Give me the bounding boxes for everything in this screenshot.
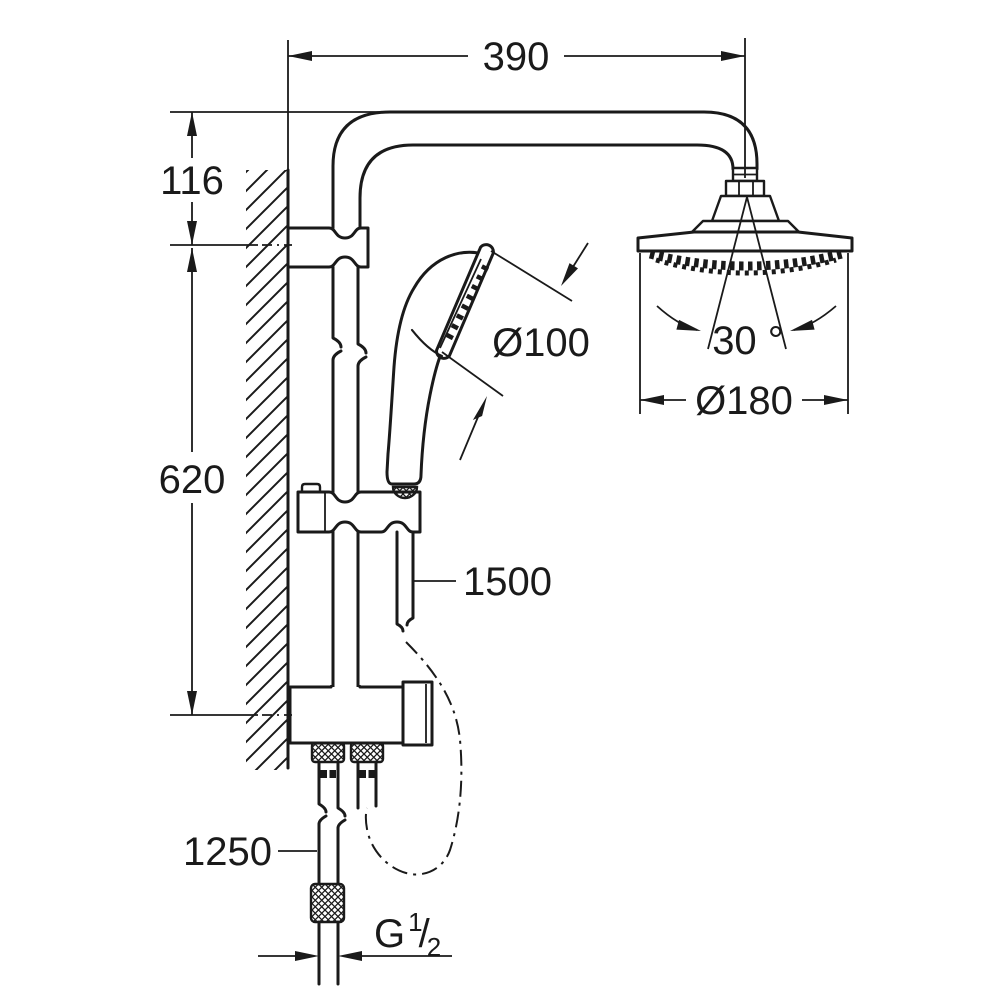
dimension-hand-shower-diameter: Ø100 — [441, 242, 590, 461]
arm-inner-line — [358, 143, 735, 230]
block-outline — [288, 685, 405, 745]
thread-numerator: 1 — [408, 907, 422, 937]
hand-shower — [385, 243, 495, 486]
rail-line — [356, 265, 368, 355]
extension-lines-oblique — [441, 250, 573, 397]
dimension-arrow — [187, 112, 197, 136]
dimension-arrow — [288, 51, 312, 61]
dim-shower-hose-label: 1500 — [463, 560, 552, 604]
callout-shower-hose: 1500 — [414, 560, 552, 604]
dimension-arrow — [187, 221, 197, 245]
wall — [246, 168, 290, 770]
thread-denominator: 2 — [427, 932, 441, 962]
slider-bracket — [296, 482, 422, 534]
arm-outer-line — [331, 110, 759, 230]
hose-mark — [329, 770, 336, 778]
knurled-nut-right — [349, 741, 385, 764]
extension-lines-390 — [287, 38, 746, 178]
shower-hose — [364, 530, 463, 876]
angle-lines — [707, 196, 787, 350]
hose-mark — [368, 770, 375, 778]
hose-mark — [359, 770, 366, 778]
left-hose-line — [336, 818, 347, 886]
connection-nut — [724, 179, 766, 198]
callout-inlet-hose: 1250 — [183, 830, 317, 874]
shower-arm — [331, 110, 759, 230]
dimension-arrow — [790, 319, 815, 331]
dim-arm-height-label: 116 — [160, 159, 224, 203]
face-nozzle-dots — [442, 264, 490, 346]
dim-head-diameter-label: Ø180 — [695, 379, 793, 423]
left-hose-line — [317, 814, 328, 886]
hose-mark — [320, 770, 327, 778]
dim-rail-height-label: 620 — [159, 458, 226, 502]
hose-loop-dashed — [364, 641, 463, 876]
dimension-arrow — [640, 395, 664, 405]
shower-rail — [329, 265, 368, 694]
thread-slash: / — [419, 912, 431, 956]
head-handle-junction-line — [410, 328, 444, 358]
knurled-nut-left — [310, 741, 346, 764]
right-hose-stub — [356, 760, 378, 810]
dimension-head-diameter: Ø180 — [639, 253, 849, 423]
extension-lines-180 — [639, 253, 849, 414]
dim-hand-shower-diameter-label: Ø100 — [492, 321, 590, 365]
head-rim — [636, 230, 854, 253]
rail-line — [356, 355, 368, 689]
bracket-knob — [300, 482, 322, 494]
head-shoulder — [690, 219, 801, 234]
left-hose-line — [336, 760, 347, 818]
rail-line — [331, 349, 343, 689]
wall-hatching — [246, 170, 288, 770]
dim-arm-reach-label: 390 — [483, 35, 550, 79]
outlet-fitting — [401, 680, 434, 747]
dimension-arrow — [295, 951, 319, 961]
dimension-arrow — [187, 248, 197, 272]
spray-nozzle-band-2 — [655, 257, 837, 276]
diverter-body — [288, 680, 434, 764]
block-fill — [290, 687, 403, 743]
face-inner-line — [439, 258, 482, 349]
rail-line — [331, 265, 343, 349]
dimension-arrow — [824, 395, 848, 405]
left-hose-line — [317, 760, 328, 814]
dimension-arrow — [472, 396, 487, 420]
hand-shower-face — [435, 243, 495, 360]
thread-base: G — [374, 912, 405, 956]
dimension-arrow — [676, 319, 701, 331]
dimension-arrow — [187, 691, 197, 715]
wall-bracket — [286, 226, 370, 269]
dimension-arrow — [721, 51, 745, 61]
head-shower — [636, 166, 854, 276]
dim-head-angle-label: 30 ° — [712, 319, 784, 363]
dimension-arrow — [561, 263, 578, 286]
nut-facets — [738, 182, 754, 195]
inlet-hoses — [309, 760, 378, 986]
hose-end-line — [317, 920, 340, 986]
dimension-arrow — [338, 951, 362, 961]
hose-cone-knurled-seat — [391, 485, 419, 500]
dimension-rail-height: 620 — [159, 248, 292, 716]
dimension-arm-height: 116 — [160, 111, 392, 246]
hose-line — [395, 530, 405, 633]
hose-line — [405, 530, 415, 627]
dim-inlet-hose-label: 1250 — [183, 830, 272, 874]
slider-bracket-body — [296, 490, 422, 534]
dimension-head-angle: 30 ° — [656, 196, 837, 363]
dimension-arm-reach: 390 — [287, 35, 746, 178]
spray-nozzle-band — [648, 249, 844, 271]
knurled-coupling — [309, 882, 346, 924]
